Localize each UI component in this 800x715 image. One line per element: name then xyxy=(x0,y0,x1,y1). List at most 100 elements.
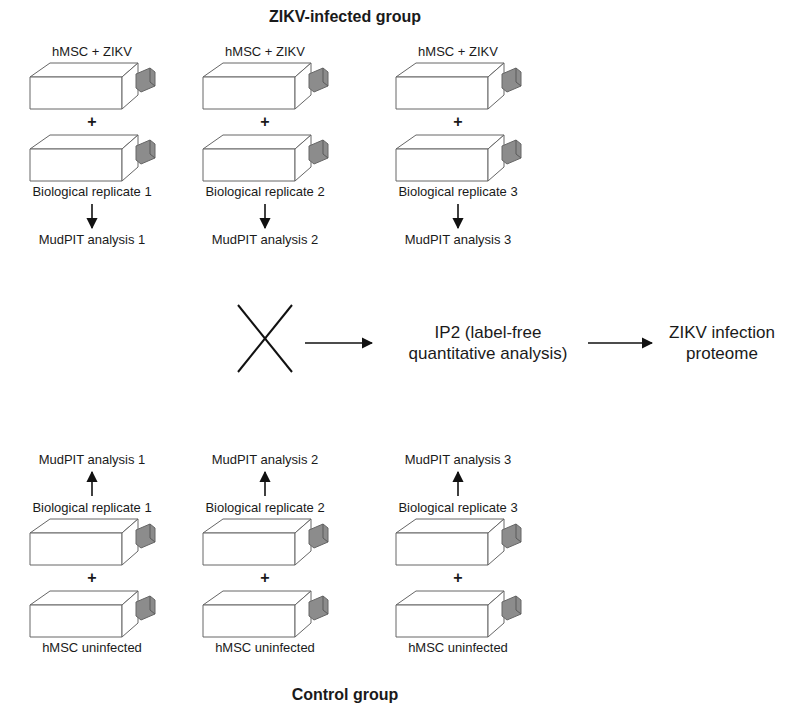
culture-flask xyxy=(392,60,524,112)
plus-sign: + xyxy=(87,114,96,130)
flask-outline xyxy=(150,596,155,614)
flask-outline xyxy=(30,135,138,149)
flask-outline xyxy=(396,591,504,605)
node-text: Biological replicate 1 xyxy=(32,184,151,200)
node-text: Biological replicate 3 xyxy=(398,184,517,200)
flow-arrow xyxy=(457,204,459,228)
flask-outline xyxy=(203,519,311,533)
flask-outline xyxy=(396,519,504,533)
flask-outline xyxy=(323,140,328,158)
flask-outline xyxy=(203,63,311,77)
flask-outline xyxy=(203,533,295,565)
node-text: hMSC uninfected xyxy=(408,640,508,656)
flask-outline xyxy=(150,140,155,158)
flask-outline xyxy=(30,519,138,533)
flask-outline xyxy=(30,77,122,109)
flask-outline xyxy=(203,77,295,109)
node-text: IP2 (label-free quantitative analysis) xyxy=(392,322,584,364)
flask-outline xyxy=(203,135,311,149)
node-text: MudPIT analysis 2 xyxy=(212,232,319,248)
step-text: ZIKV infection proteome xyxy=(656,322,788,364)
node-text: MudPIT analysis 3 xyxy=(405,232,512,248)
step-text: IP2 (label-free quantitative analysis) xyxy=(392,322,584,364)
node-text: hMSC uninfected xyxy=(42,640,142,656)
flask-outline xyxy=(516,524,521,542)
flask-outline xyxy=(30,149,122,181)
step-text: MudPIT analysis 3 xyxy=(405,452,512,468)
culture-flask xyxy=(26,132,158,184)
flask-outline xyxy=(502,68,521,92)
flask-outline xyxy=(502,524,521,548)
culture-flask xyxy=(199,516,331,568)
flask-outline xyxy=(516,596,521,614)
plus-sign: + xyxy=(260,570,269,586)
flask-outline xyxy=(323,524,328,542)
node-text: Biological replicate 3 xyxy=(398,500,517,516)
flask-outline xyxy=(136,68,155,92)
flow-arrow xyxy=(264,472,266,496)
flask-outline xyxy=(516,68,521,86)
flask-outline xyxy=(516,140,521,158)
flask-outline xyxy=(150,524,155,542)
flask-pair: hMSC + ZIKV + Biological replicate 3 xyxy=(392,44,524,200)
flask-outline xyxy=(203,149,295,181)
step-text: MudPIT analysis 2 xyxy=(212,232,319,248)
step-text: MudPIT analysis 1 xyxy=(39,452,146,468)
flask-outline xyxy=(396,149,488,181)
node-text: hMSC uninfected xyxy=(215,640,315,656)
flask-outline xyxy=(150,68,155,86)
flask-outline xyxy=(396,63,504,77)
flask-outline xyxy=(323,596,328,614)
flask-outline xyxy=(502,596,521,620)
culture-flask xyxy=(26,588,158,640)
plus-sign: + xyxy=(260,114,269,130)
cross-stroke xyxy=(238,305,292,372)
flask-pair: hMSC + ZIKV + Biological replicate 2 xyxy=(199,44,331,200)
flow-arrow xyxy=(588,342,652,344)
node-text: MudPIT analysis 3 xyxy=(405,452,512,468)
flask-outline xyxy=(30,591,138,605)
plus-sign: + xyxy=(453,570,462,586)
group-title: ZIKV-infected group xyxy=(269,8,421,26)
flow-arrow xyxy=(457,472,459,496)
flask-outline xyxy=(136,596,155,620)
flask-outline xyxy=(30,63,138,77)
node-text: hMSC + ZIKV xyxy=(225,44,305,60)
flask-outline xyxy=(136,140,155,164)
culture-flask xyxy=(199,60,331,112)
step-text: MudPIT analysis 3 xyxy=(405,232,512,248)
step-text: MudPIT analysis 2 xyxy=(212,452,319,468)
culture-flask xyxy=(26,516,158,568)
node-text: Biological replicate 2 xyxy=(205,500,324,516)
flask-outline xyxy=(30,533,122,565)
plus-sign: + xyxy=(453,114,462,130)
flask-outline xyxy=(396,135,504,149)
node-text: MudPIT analysis 1 xyxy=(39,232,146,248)
cross-stroke xyxy=(238,305,292,372)
flask-pair: hMSC + ZIKV + Biological replicate 1 xyxy=(26,44,158,200)
flask-outline xyxy=(203,591,311,605)
culture-flask xyxy=(26,60,158,112)
plus-sign: + xyxy=(87,570,96,586)
flask-outline xyxy=(309,68,328,92)
node-text: hMSC + ZIKV xyxy=(52,44,132,60)
flask-outline xyxy=(30,605,122,637)
flask-pair: Biological replicate 1+hMSC uninfected xyxy=(26,500,158,656)
node-text: hMSC + ZIKV xyxy=(418,44,498,60)
node-text: Biological replicate 2 xyxy=(205,184,324,200)
flask-outline xyxy=(309,140,328,164)
node-text: MudPIT analysis 1 xyxy=(39,452,146,468)
flask-outline xyxy=(396,77,488,109)
flask-outline xyxy=(396,605,488,637)
step-text: MudPIT analysis 1 xyxy=(39,232,146,248)
culture-flask xyxy=(392,132,524,184)
node-text: ZIKV infection proteome xyxy=(656,322,788,364)
merge-arrow xyxy=(305,342,372,344)
culture-flask xyxy=(392,516,524,568)
flask-outline xyxy=(309,596,328,620)
culture-flask xyxy=(199,132,331,184)
culture-flask xyxy=(199,588,331,640)
flask-outline xyxy=(309,524,328,548)
flask-outline xyxy=(323,68,328,86)
flow-arrow xyxy=(91,472,93,496)
